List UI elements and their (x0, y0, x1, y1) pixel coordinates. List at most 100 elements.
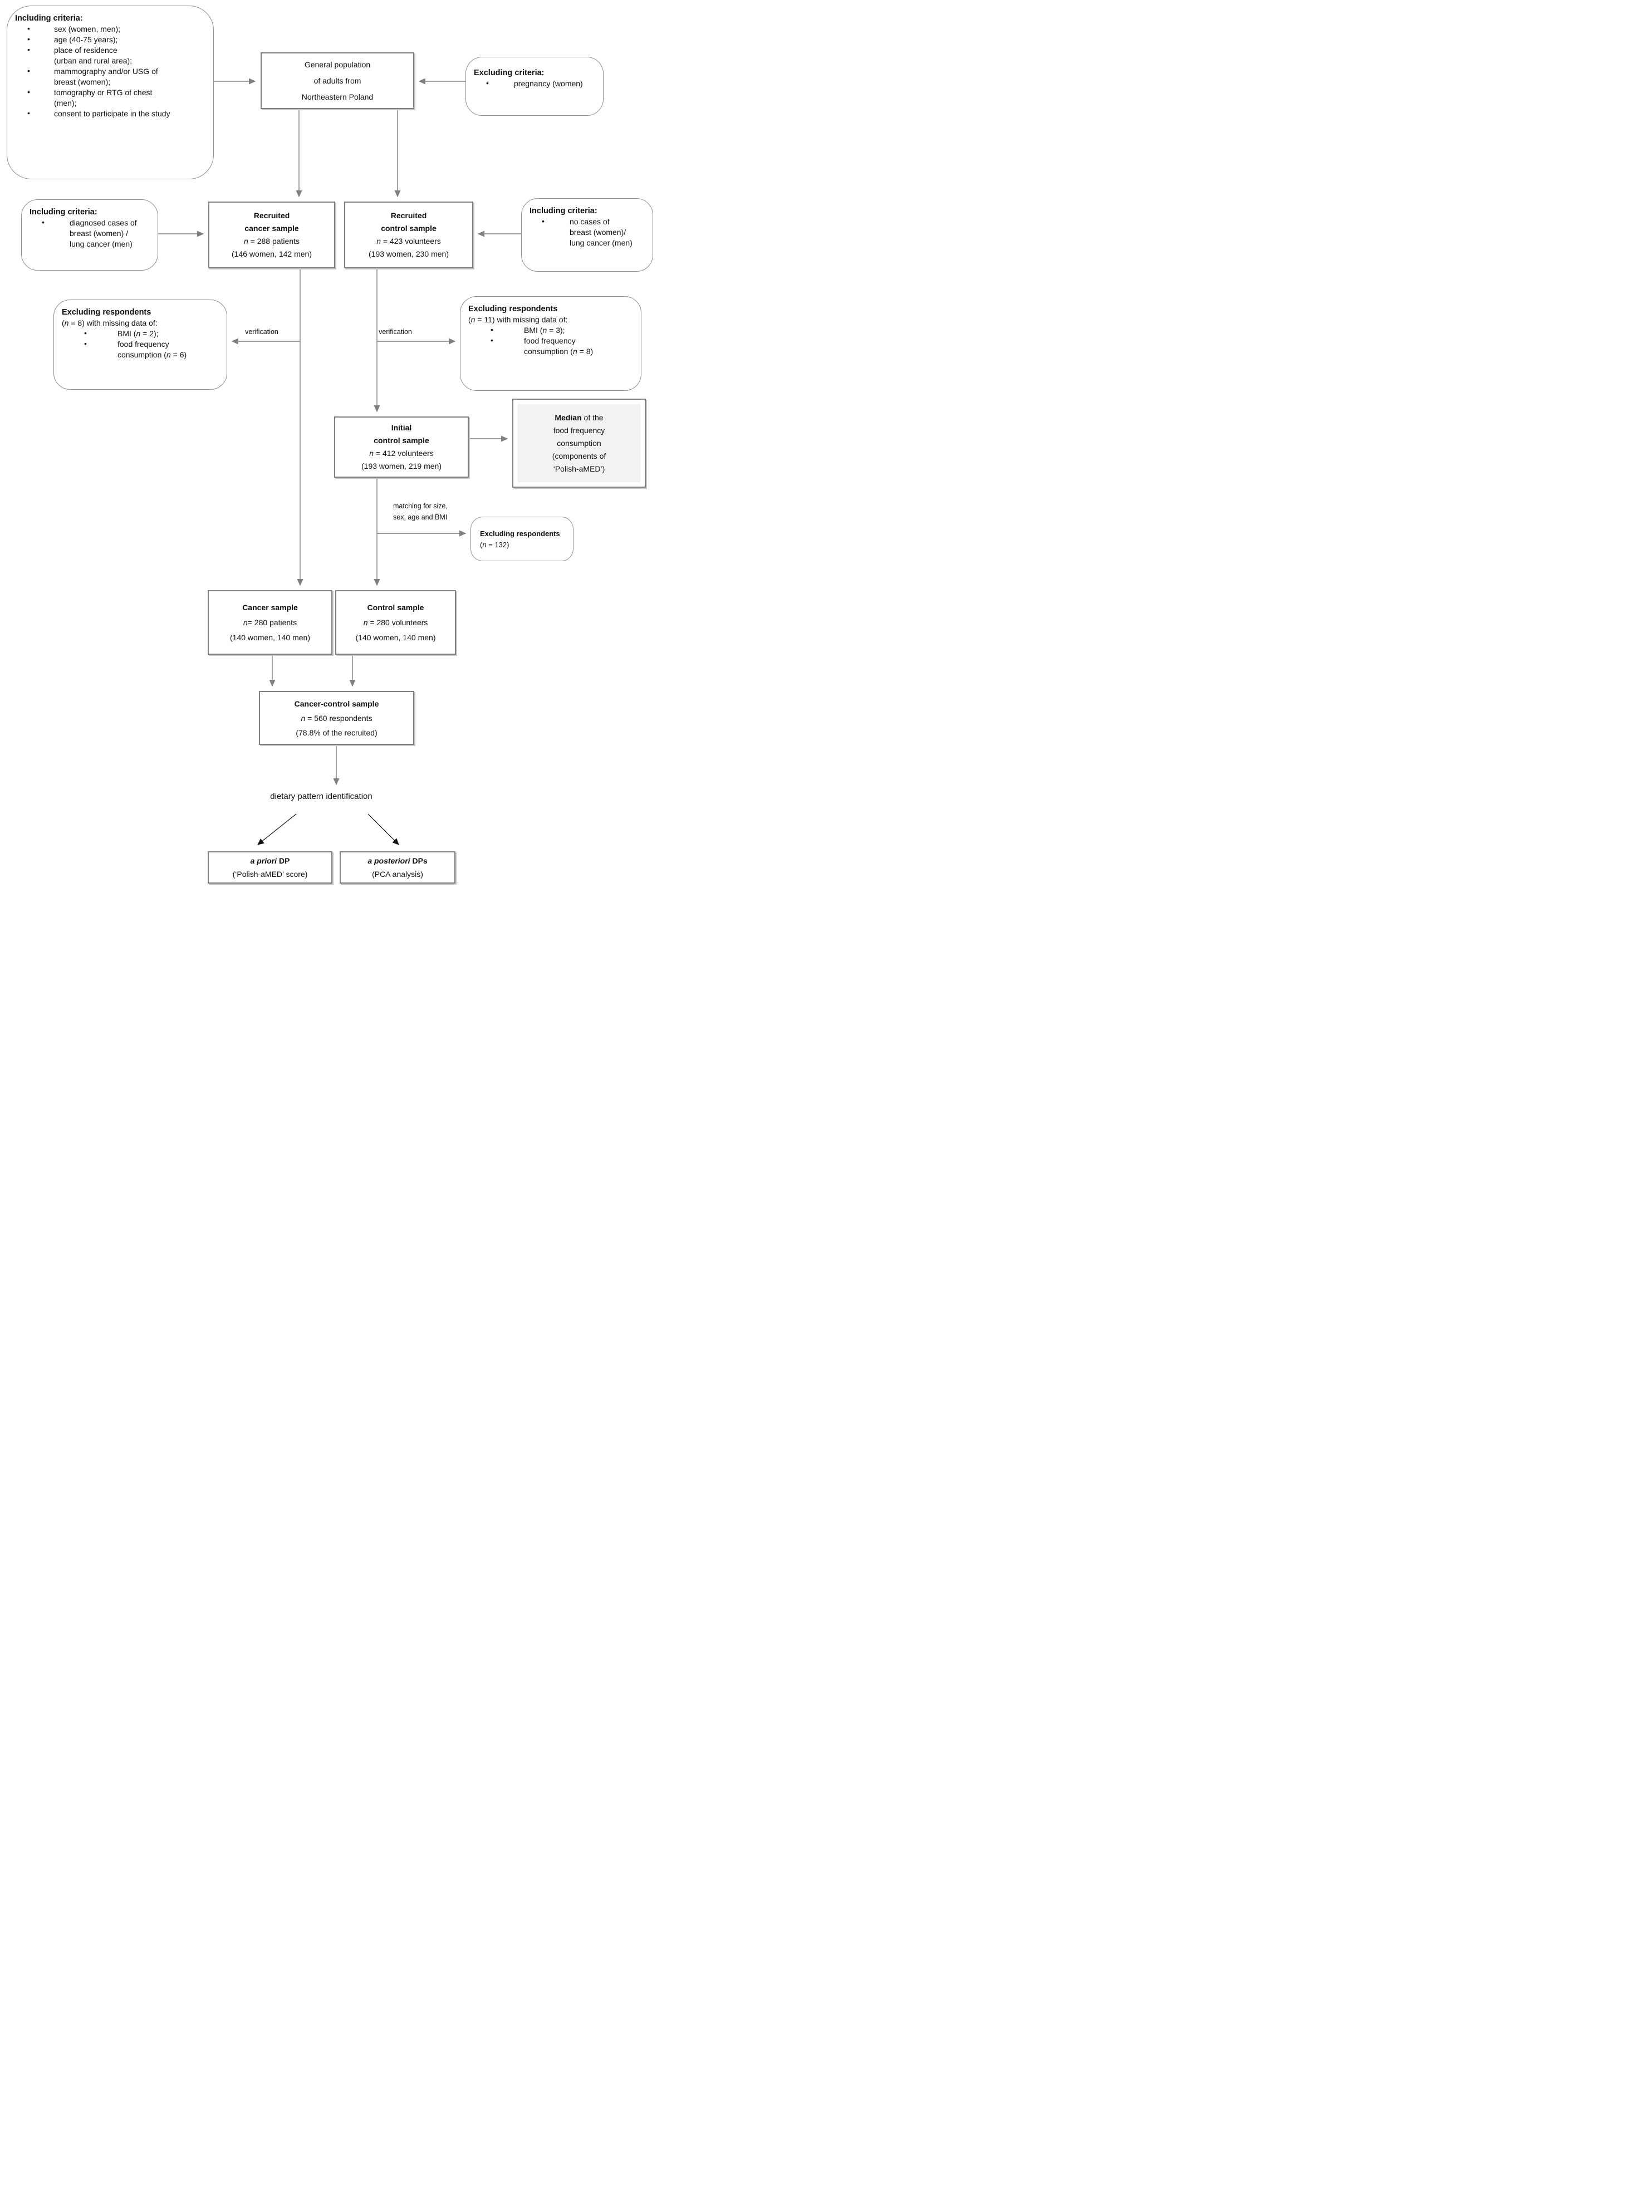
study-flowchart: Including criteria: • sex (women, men); … (0, 0, 661, 885)
bullet-item: • tomography or RTG of chest (men); (15, 87, 205, 109)
bullet-icon: • (84, 339, 87, 348)
a-priori-italic: a priori (250, 856, 277, 865)
box-title-line: Control sample (367, 602, 424, 612)
initial-control-sample-box: Initial control sample n = 412 volunteer… (334, 416, 469, 478)
box-line: n = 412 volunteers (369, 449, 434, 458)
box-title-line: Cancer-control sample (294, 699, 379, 708)
bullet-text: consent to participate in the study (54, 109, 170, 118)
bullet-text: place of residence (54, 46, 117, 55)
box-line: (n = 11) with missing data of: (468, 315, 568, 324)
bullet-text: BMI (n = 3); (524, 326, 565, 335)
box-title: Excluding respondents (480, 529, 560, 538)
arrow-dietary-to-a-posteriori (367, 813, 399, 845)
box-title: Excluding criteria: (474, 68, 545, 77)
excluding-criteria-pregnancy-box: Excluding criteria: • pregnancy (women) (465, 57, 604, 116)
box-title-line: Cancer sample (242, 602, 298, 612)
box-title: Including criteria: (530, 207, 597, 215)
verification-label-right: verification (379, 328, 412, 336)
bullet-item: • age (40-75 years); (15, 35, 205, 45)
including-criteria-population-box: Including criteria: • sex (women, men); … (7, 6, 214, 179)
box-line: (140 women, 140 men) (355, 632, 436, 642)
box-title: Including criteria: (30, 208, 97, 217)
box-title-line: Initial (391, 423, 412, 432)
bullet-text: consumption (n = 8) (524, 347, 594, 356)
box-line: n = 280 volunteers (363, 617, 428, 627)
bullet-icon: • (84, 328, 87, 337)
bullet-item: • pregnancy (women) (474, 79, 595, 89)
box-title: Excluding respondents (468, 305, 558, 313)
verification-label-left: verification (245, 328, 278, 336)
box-line: (78.8% of the recruited) (296, 728, 378, 737)
box-line: ‘Polish-aMED’) (553, 464, 605, 473)
box-title-line: Recruited (390, 211, 427, 220)
excluding-respondents-control-box: Excluding respondents (n = 11) with miss… (460, 296, 641, 391)
box-line: Northeastern Poland (301, 92, 374, 101)
bullet-text: tomography or RTG of chest (54, 88, 153, 97)
box-title-line: cancer sample (244, 224, 299, 233)
bullet-icon: • (542, 217, 545, 225)
a-priori-dp-box: a priori DP (‘Polish-aMED’ score) (208, 851, 332, 884)
recruited-control-sample-box: Recruited control sample n = 423 volunte… (344, 202, 473, 268)
box-title: Including criteria: (15, 14, 83, 23)
box-title-line: a posteriori DPs (367, 854, 427, 867)
cancer-control-sample-box: Cancer-control sample n = 560 respondent… (259, 691, 414, 745)
bullet-text: food frequency (524, 336, 576, 345)
box-title: Excluding respondents (62, 308, 151, 317)
box-line: (PCA analysis) (372, 870, 423, 879)
box-line: n= 280 patients (243, 617, 297, 627)
median-inner-panel: Median of the food frequency consumption… (518, 404, 640, 482)
box-line: n = 288 patients (243, 237, 300, 246)
box-title-line: a priori DP (251, 854, 290, 867)
median-rest: of the (581, 413, 604, 422)
box-line: (n = 132) (480, 540, 509, 549)
bullet-text: (urban and rural area); (54, 56, 133, 65)
bullet-icon: • (27, 109, 30, 117)
bullet-text: consumption (n = 6) (117, 350, 187, 359)
connector-layer (158, 78, 521, 845)
bullet-icon: • (491, 325, 493, 334)
bullet-text: sex (women, men); (54, 24, 121, 33)
box-line: n = 423 volunteers (376, 237, 441, 246)
bullet-item: • no cases of breast (women)/ lung cance… (530, 217, 645, 248)
bullet-icon: • (491, 336, 493, 345)
box-line: (146 women, 142 men) (232, 249, 312, 258)
control-sample-box: Control sample n = 280 volunteers (140 w… (335, 590, 456, 655)
bullet-item: • sex (women, men); (15, 24, 205, 35)
bullet-text: pregnancy (women) (514, 79, 583, 88)
box-line: consumption (557, 438, 601, 448)
bullet-icon: • (27, 24, 30, 33)
general-population-box: General population of adults from Northe… (261, 52, 414, 109)
box-title-line: control sample (381, 224, 437, 233)
a-posteriori-dps-box: a posteriori DPs (PCA analysis) (340, 851, 455, 884)
a-posteriori-italic: a posteriori (367, 856, 410, 865)
bullet-text: breast (women)/ (570, 228, 626, 237)
bullet-item: • food frequency consumption (n = 8) (468, 336, 633, 357)
box-title-line: control sample (374, 436, 429, 445)
bullet-text: lung cancer (men) (70, 239, 133, 248)
including-criteria-cancer-box: Including criteria: • diagnosed cases of… (21, 199, 158, 271)
bullet-icon: • (27, 87, 30, 96)
bullet-text: BMI (n = 2); (117, 329, 159, 338)
recruited-cancer-sample-box: Recruited cancer sample n = 288 patients… (208, 202, 335, 268)
bullet-item: • BMI (n = 3); (468, 325, 633, 336)
a-posteriori-rest: DPs (410, 856, 428, 865)
matching-label: matching for size, sex, age and BMI (393, 501, 488, 523)
matching-line: matching for size, (393, 502, 448, 510)
bullet-text: breast (women) / (70, 229, 129, 238)
bullet-text: breast (women); (54, 77, 111, 86)
box-line: n = 560 respondents (301, 713, 372, 723)
bullet-text: diagnosed cases of (70, 218, 137, 227)
bullet-icon: • (27, 35, 30, 43)
matching-line: sex, age and BMI (393, 513, 448, 521)
box-line: (140 women, 140 men) (230, 632, 310, 642)
a-priori-rest: DP (277, 856, 290, 865)
bullet-icon: • (42, 218, 45, 227)
bullet-item: • consent to participate in the study (15, 109, 205, 119)
arrow-dietary-to-a-priori (257, 813, 297, 845)
including-criteria-control-box: Including criteria: • no cases of breast… (521, 198, 653, 272)
box-line: of adults from (313, 76, 361, 85)
box-line: (n = 8) with missing data of: (62, 318, 158, 327)
box-line: (193 women, 219 men) (361, 462, 442, 470)
box-title-line: Recruited (253, 211, 290, 220)
bullet-text: age (40-75 years); (54, 35, 118, 44)
